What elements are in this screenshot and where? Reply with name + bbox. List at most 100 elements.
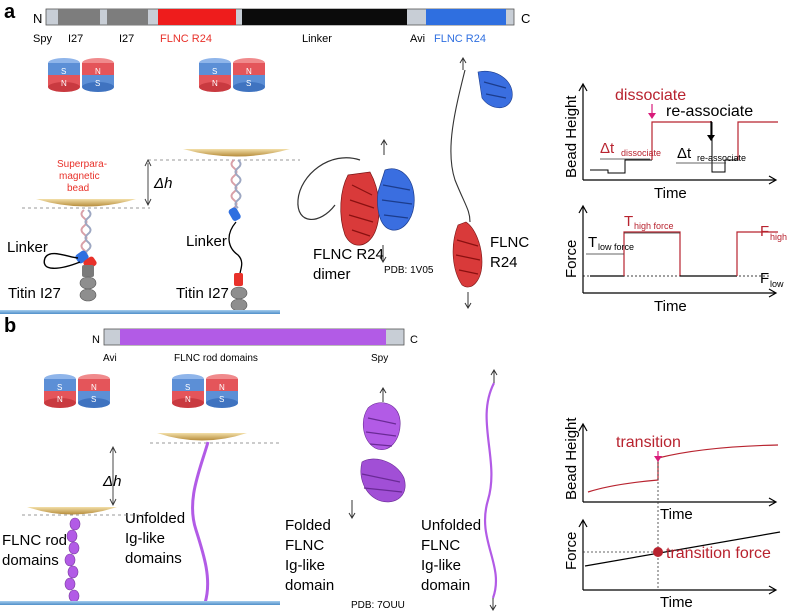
f-low-sub: low [770, 279, 784, 289]
plot-a2-xlabel: Time [654, 298, 687, 315]
panel-a-label: a [4, 1, 16, 23]
magnetic-bead [183, 149, 290, 157]
dt-reassociate-main: Δt [677, 145, 692, 162]
linker-label-1: Linker [7, 239, 48, 256]
magnet-pole-n: N [57, 395, 63, 404]
delta-h-label-a: Δh [153, 175, 172, 192]
b-label-rod-domains: FLNC rod domains [174, 353, 258, 364]
magnet-pole-n: N [219, 383, 225, 392]
t-low-sub: low force [598, 242, 634, 252]
unfolded-single-line1: Unfolded [421, 517, 481, 534]
unfolded-single-line4: domain [421, 577, 470, 594]
dt-reassociate-sub: re-associate [697, 153, 746, 163]
plot-b1-xlabel: Time [660, 506, 693, 523]
dimer-label-line1: FLNC R24 [313, 246, 384, 263]
dna-handle [80, 209, 88, 259]
rod-domain-chain [64, 517, 81, 603]
magnet-pair-b1: S N N S [44, 374, 110, 408]
dt-dissociate-sub: dissociate [621, 148, 661, 158]
plot-b2-ylabel: Force [563, 532, 580, 570]
f-low-main: F [760, 270, 769, 287]
delta-h-indicator-a: Δh [144, 158, 300, 207]
b-n-terminus-label: N [92, 334, 100, 346]
pdb-label-7ouu: PDB: 7OUU [351, 600, 405, 611]
reassociate-label: re-associate [666, 103, 753, 120]
pdb-label-1v05: PDB: 1V05 [384, 265, 434, 276]
magnet-pole-s: S [219, 395, 224, 404]
rod-label-line2: domains [2, 552, 59, 569]
magnet-pole-s: S [95, 79, 100, 88]
magnet-pole-s: S [57, 383, 62, 392]
construct-label-i27-1: I27 [68, 33, 83, 45]
bead-tether-a1: Superpara- magnetic bead Linker Titin I2… [7, 159, 150, 302]
plot-a2-ylabel: Force [563, 240, 580, 278]
unfolded-label-line1: Unfolded [125, 510, 185, 527]
glass-surface-b [0, 601, 280, 605]
plot-a-bead-height: Bead Height Time dissociate re-associate… [563, 82, 778, 202]
plot-b-bead-height: Bead Height Time transition [563, 417, 779, 590]
magnet-pole-n: N [185, 395, 191, 404]
bead-label-line3: bead [67, 183, 89, 194]
delta-h-indicator-b: Δh [102, 445, 121, 507]
delta-h-label-b: Δh [102, 473, 121, 490]
flnc-r24-dimer-structure: FLNC R24 dimer PDB: 1V05 [297, 139, 434, 283]
folded-label-line4: domain [285, 577, 334, 594]
unfolded-chain [191, 441, 210, 604]
transition-force-label: transition force [666, 545, 771, 562]
magnet-pole-n: N [246, 67, 252, 76]
folded-label-line1: Folded [285, 517, 331, 534]
t-low-main: T [588, 234, 597, 251]
plot-a1-xlabel: Time [654, 185, 687, 202]
magnet-pole-s: S [61, 67, 66, 76]
folded-ig-domain-structure: Folded FLNC Ig-like domain PDB: 7OUU [285, 387, 406, 611]
plot-a1-ylabel: Bead Height [563, 95, 580, 178]
flnc-r24-monomer-structure: FLNC R24 [450, 57, 529, 309]
construct-label-flnc-r24-blue: FLNC R24 [434, 33, 486, 45]
titin-label-2: Titin I27 [176, 285, 229, 302]
panel-b-label: b [4, 315, 16, 337]
magnet-pair-a2: S N N S [199, 58, 265, 92]
construct-label-i27-2: I27 [119, 33, 134, 45]
f-high-main: F [760, 223, 769, 240]
n-terminus-label: N [33, 11, 42, 26]
b-c-terminus-label: C [410, 334, 418, 346]
magnet-pole-s: S [185, 383, 190, 392]
bead-label-line1: Superpara- [57, 159, 107, 170]
plot-a-force: Force Time T high force T low force F hi… [563, 204, 787, 315]
bead-tether-b2: Unfolded Ig-like domains [125, 433, 280, 604]
magnetic-bead [27, 507, 117, 515]
magnet-pair-b2: S N N S [172, 374, 238, 408]
construct-bar-a: N C Spy I27 I27 FLNC R24 Linker Avi FLNC… [33, 8, 530, 45]
magnet-pair-a1: S N N S [48, 58, 114, 92]
t-high-sub: high force [634, 221, 674, 231]
plot-b1-ylabel: Bead Height [563, 417, 580, 500]
unfolded-single-line3: Ig-like [421, 557, 461, 574]
monomer-label-line2: R24 [490, 254, 518, 271]
dissociate-label: dissociate [615, 87, 686, 104]
plot-b2-xlabel: Time [660, 594, 693, 611]
unfolded-label-line2: Ig-like [125, 530, 165, 547]
t-high-main: T [624, 213, 633, 230]
transition-force-point [653, 547, 663, 557]
folded-label-line3: Ig-like [285, 557, 325, 574]
plot-b-force: Force Time transition force [563, 518, 781, 611]
bead-tether-b1: FLNC rod domains [2, 507, 150, 603]
monomer-label-line1: FLNC [490, 234, 529, 251]
dt-dissociate-main: Δt [600, 140, 615, 157]
transition-label: transition [616, 434, 681, 451]
magnetic-bead [157, 433, 247, 441]
bead-label-line2: magnetic [59, 171, 100, 182]
rod-label-line1: FLNC rod [2, 532, 67, 549]
b-label-spy: Spy [371, 353, 388, 364]
glass-surface-a [0, 310, 280, 314]
unfolded-label-line3: domains [125, 550, 182, 567]
magnet-pole-n: N [95, 67, 101, 76]
bead-tether-a2: Linker Titin I27 [176, 149, 290, 312]
construct-label-avi: Avi [410, 33, 425, 45]
magnet-pole-s: S [91, 395, 96, 404]
magnet-pole-n: N [61, 79, 67, 88]
f-high-sub: high [770, 232, 787, 242]
magnet-pole-n: N [91, 383, 97, 392]
magnetic-bead [36, 199, 136, 207]
